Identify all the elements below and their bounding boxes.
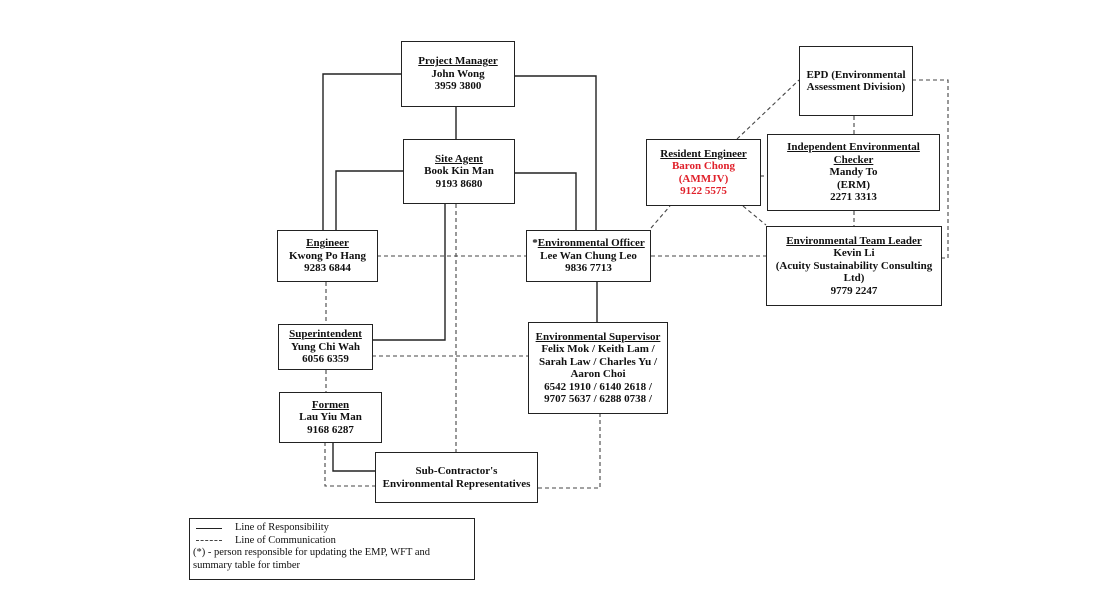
superintendent-name: Yung Chi Wah [290, 340, 361, 353]
environmental-supervisor-names-1: Felix Mok / Keith Lam / [541, 343, 655, 355]
team-leader-name: Kevin Li [833, 247, 875, 260]
solid-line-sample-icon [196, 527, 222, 529]
comm-resident-engineer-epd [736, 79, 800, 140]
comm-supervisor-subcontractor [537, 413, 601, 489]
resident-engineer-title: Resident Engineer [660, 147, 747, 160]
subcontractor-line-2: Environmental Representatives [382, 477, 531, 490]
line-pm-env-officer [514, 75, 597, 230]
comm-resident-engineer-team-leader [742, 205, 767, 226]
epd-line-2: Assessment Division) [806, 81, 906, 93]
site-agent-name: Book Kin Man [424, 165, 494, 178]
superintendent-phone: 6056 6359 [302, 353, 349, 366]
project-manager-title: Project Manager [418, 55, 498, 68]
comm-formen-subcontractor [324, 442, 375, 487]
engineer-name: Kwong Po Hang [288, 249, 366, 262]
box-formen: Formen Lau Yiu Man 9168 6287 [279, 392, 382, 443]
legend-note-line-1: (*) - person responsible for updating th… [193, 547, 430, 558]
environmental-officer-title: Environmental Officer [537, 237, 645, 250]
environmental-officer-name: Lee Wan Chung Leo [540, 249, 637, 262]
box-independent-checker: Independent Environmental Checker Mandy … [767, 134, 940, 211]
box-project-manager: Project Manager John Wong 3959 3800 [401, 41, 515, 107]
box-epd: EPD (Environmental Assessment Division) [799, 46, 913, 116]
team-leader-company-1: (Acuity Sustainability Consulting [775, 259, 933, 272]
team-leader-company-2: Ltd) [843, 272, 865, 285]
independent-checker-company: (ERM) [837, 178, 870, 191]
engineer-title: Engineer [306, 237, 349, 250]
environmental-supervisor-title: Environmental Supervisor [535, 330, 661, 343]
legend-note-line-2: summary table for timber [193, 559, 301, 571]
box-environmental-officer: *Environmental Officer Lee Wan Chung Leo… [526, 230, 651, 282]
independent-checker-title-1: Independent Environmental [787, 141, 920, 154]
line-site-agent-env-officer [514, 172, 577, 230]
resident-engineer-name: Baron Chong [671, 160, 736, 172]
environmental-supervisor-names-2: Sarah Law / Charles Yu / [538, 355, 658, 368]
team-leader-phone: 9779 2247 [830, 284, 878, 297]
box-engineer: Engineer Kwong Po Hang 9283 6844 [277, 230, 378, 282]
formen-name: Lau Yiu Man [299, 411, 362, 424]
comm-epd-team-leader [912, 79, 949, 259]
line-formen-subcontractor [332, 442, 375, 472]
formen-phone: 9168 6287 [307, 423, 354, 436]
independent-checker-phone: 2271 3313 [830, 191, 877, 204]
legend-communication-label: Line of Communication [235, 534, 336, 546]
resident-engineer-phone: 9122 5575 [680, 185, 727, 197]
responsibility-lines [322, 73, 598, 472]
epd-line-1: EPD (Environmental [806, 68, 906, 81]
communication-lines [324, 79, 949, 489]
project-manager-phone: 3959 3800 [434, 80, 482, 93]
box-superintendent: Superintendent Yung Chi Wah 6056 6359 [278, 324, 373, 370]
box-subcontractor-representatives: Sub-Contractor's Environmental Represent… [375, 452, 538, 503]
box-environmental-supervisor: Environmental Supervisor Felix Mok / Kei… [528, 322, 668, 414]
site-agent-title: Site Agent [435, 152, 483, 165]
box-team-leader: Environmental Team Leader Kevin Li (Acui… [766, 226, 942, 306]
subcontractor-line-1: Sub-Contractor's [415, 465, 498, 477]
comm-env-officer-resident-engineer [650, 205, 671, 229]
team-leader-title: Environmental Team Leader [786, 234, 922, 247]
project-manager-name: John Wong [431, 67, 485, 80]
legend-responsibility-label: Line of Responsibility [235, 522, 329, 533]
box-site-agent: Site Agent Book Kin Man 9193 8680 [403, 139, 515, 204]
environmental-officer-phone: 9836 7713 [565, 262, 612, 275]
line-site-agent-engineer [335, 170, 403, 230]
engineer-phone: 9283 6844 [304, 262, 351, 275]
line-pm-engineer [322, 73, 401, 230]
formen-title: Formen [311, 398, 350, 411]
site-agent-phone: 9193 8680 [435, 177, 483, 190]
superintendent-title: Superintendent [289, 328, 362, 341]
environmental-supervisor-phones-1: 6542 1910 / 6140 2618 / [544, 380, 652, 393]
legend: Line of Responsibility Line of Communica… [189, 518, 475, 580]
legend-communication-row: Line of Communication [193, 535, 474, 548]
line-site-agent-superintendent [372, 204, 446, 341]
resident-engineer-company: (AMMJV) [678, 172, 729, 185]
box-resident-engineer: Resident Engineer Baron Chong (AMMJV) 91… [646, 139, 761, 206]
environmental-supervisor-names-3: Aaron Choi [570, 368, 626, 380]
environmental-supervisor-phones-2: 9707 5637 / 6288 0738 / [544, 393, 652, 405]
dashed-line-sample-icon [196, 540, 222, 542]
environmental-officer-title-row: *Environmental Officer [532, 237, 645, 250]
independent-checker-name: Mandy To [829, 166, 878, 179]
legend-responsibility-row: Line of Responsibility [193, 522, 474, 535]
responsible-asterisk: * [532, 237, 538, 250]
independent-checker-title-2: Checker [833, 153, 874, 166]
